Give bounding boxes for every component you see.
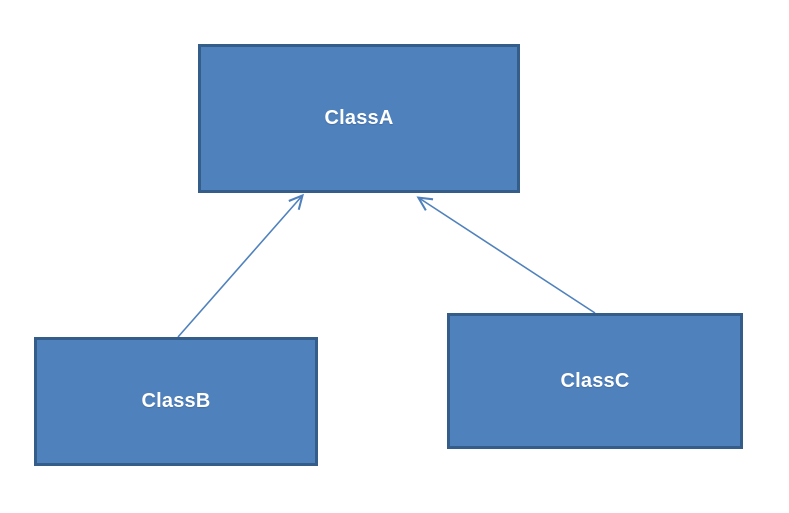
- class-node-classb-label: ClassB: [141, 390, 211, 412]
- inheritance-arrow-classc-to-classa[interactable]: [419, 198, 596, 314]
- class-node-classc-label: ClassC: [560, 369, 630, 392]
- inheritance-arrow-classb-to-classa[interactable]: [177, 196, 302, 338]
- class-node-classc[interactable]: ClassC: [447, 313, 743, 449]
- class-node-classa-label: ClassA: [324, 107, 394, 129]
- class-node-classa[interactable]: ClassA: [198, 44, 520, 193]
- class-node-classb[interactable]: ClassB: [34, 337, 318, 466]
